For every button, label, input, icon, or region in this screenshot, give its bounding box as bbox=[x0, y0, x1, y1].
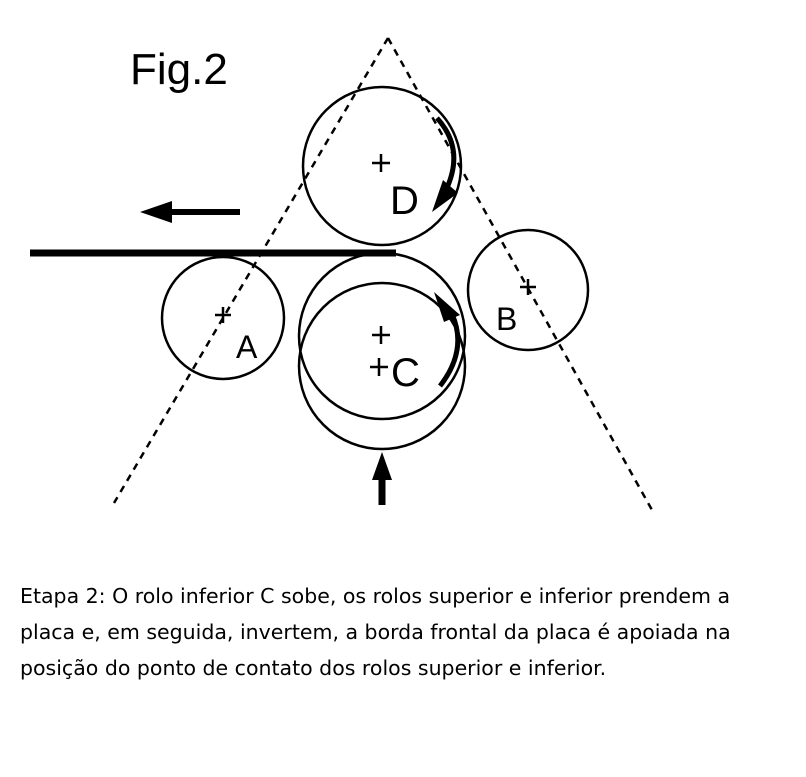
lift-direction-arrow bbox=[372, 452, 392, 505]
roll-c-center-mark-lowered bbox=[370, 358, 388, 376]
roll-c: C bbox=[297, 251, 467, 451]
roll-c-rotation-arrow bbox=[434, 292, 461, 388]
roll-c-label: C bbox=[391, 351, 420, 395]
roll-a-label: A bbox=[236, 329, 258, 365]
roll-b-center-mark bbox=[520, 279, 536, 295]
dashed-line-right bbox=[386, 37, 654, 511]
roll-a-center-mark bbox=[215, 307, 231, 323]
roll-b-label: B bbox=[496, 301, 517, 337]
roll-d-rotation-arrow bbox=[432, 116, 458, 212]
feed-direction-arrow bbox=[140, 201, 240, 223]
roll-a: A bbox=[160, 255, 286, 381]
dashed-line-left bbox=[112, 37, 390, 504]
fig2-diagram: Fig.2 D bbox=[30, 37, 654, 511]
roll-c-raised-outline bbox=[297, 251, 467, 421]
roll-d: D bbox=[301, 85, 463, 247]
roll-d-label: D bbox=[390, 179, 419, 223]
figure-caption: Etapa 2: O rolo inferior C sobe, os rolo… bbox=[20, 584, 731, 680]
roll-d-center-mark bbox=[372, 154, 390, 172]
roll-c-center-mark-raised bbox=[372, 326, 390, 344]
figure-title: Fig.2 bbox=[130, 45, 228, 94]
roll-c-lowered-outline bbox=[297, 281, 467, 451]
roll-b: B bbox=[466, 228, 590, 352]
